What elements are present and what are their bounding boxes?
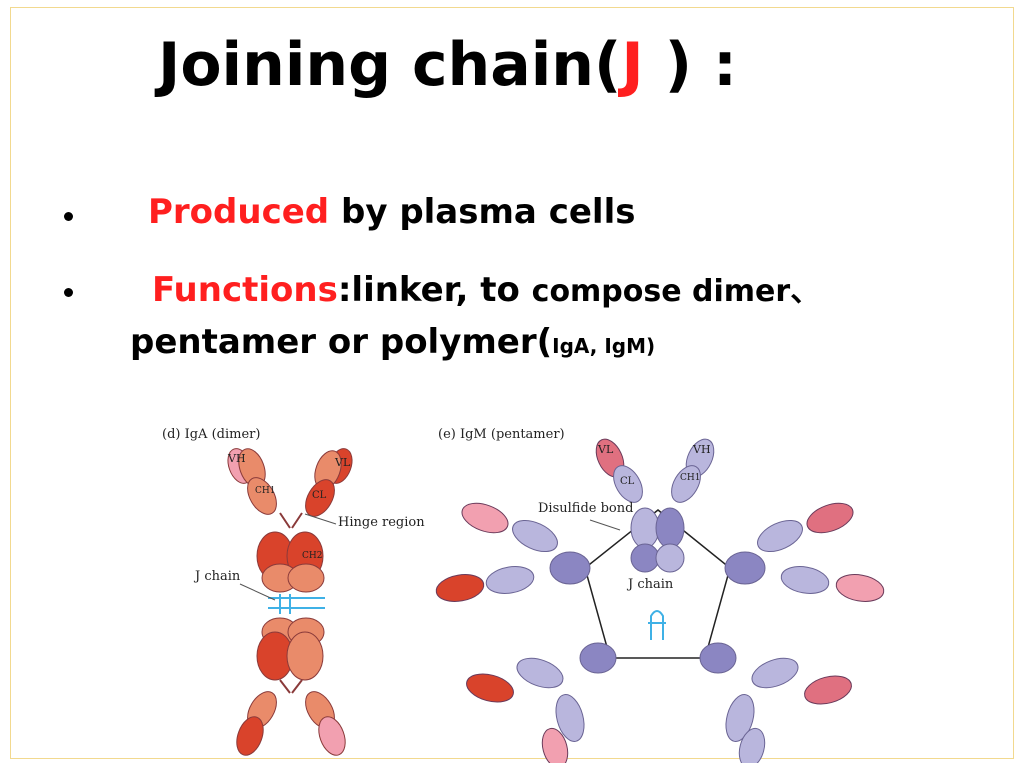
bullet-2-cont: pentamer or polymer(IgA, IgM) — [130, 322, 655, 362]
bullet-2: Functions:linker, to compose dimer、 — [152, 266, 820, 310]
bullet-dot-2 — [64, 288, 73, 297]
title-highlight: J — [621, 30, 644, 100]
bullet-2-text-d: IgA, IgM) — [552, 334, 656, 358]
iga-upper-monomer — [227, 448, 353, 593]
igm-top-arm — [595, 438, 715, 573]
igm-cl-label: CL — [620, 476, 635, 487]
slide-frame — [10, 7, 1014, 759]
iga-dimer-diagram: (d) IgA (dimer) — [162, 427, 425, 756]
iga-hinge-label: Hinge region — [338, 515, 425, 530]
igm-pentamer-diagram: (e) IgM (pentamer) — [435, 427, 885, 763]
bullet-2-text-b: compose dimer、 — [531, 274, 821, 309]
iga-ch1-label: CH1 — [255, 486, 275, 496]
iga-lower-monomer — [236, 617, 346, 756]
iga-j-chain — [268, 594, 325, 614]
bullet-dot-1 — [64, 212, 73, 221]
bullet-1-text: by plasma cells — [329, 192, 636, 232]
igm-j-chain — [648, 610, 666, 640]
iga-jchain-label: J chain — [193, 569, 241, 584]
igm-vh-label: VH — [692, 443, 711, 456]
igm-ch1-label: CH1 — [680, 473, 700, 483]
antibody-figure: (d) IgA (dimer) — [162, 427, 885, 763]
igm-caption: (e) IgM (pentamer) — [438, 427, 565, 442]
igm-right-arm — [724, 502, 885, 602]
bullet-2-highlight: Functions — [152, 270, 338, 310]
igm-disulfide-pentagon — [584, 509, 731, 659]
igm-vl-label: VL — [597, 443, 614, 456]
bullet-2-text-c: pentamer or polymer( — [130, 322, 553, 362]
bullet-1: Produced by plasma cells — [148, 192, 635, 232]
igm-disulfide-label: Disulfide bond — [538, 501, 633, 516]
iga-vh-label: VH — [227, 452, 246, 465]
bullet-1-highlight: Produced — [148, 192, 330, 232]
igm-bottom-right-arm — [699, 642, 852, 763]
igm-jchain-label: J chain — [626, 577, 674, 592]
slide-title: Joining chain(J ) : — [158, 30, 737, 100]
iga-cl-label: CL — [312, 490, 327, 501]
igm-left-arm — [435, 502, 591, 602]
iga-ch2-label: CH2 — [302, 551, 322, 561]
title-prefix: Joining chain( — [158, 30, 622, 100]
bullet-2-text-a: :linker, to — [337, 270, 532, 310]
title-suffix: ) : — [643, 30, 737, 100]
iga-caption: (d) IgA (dimer) — [162, 427, 260, 442]
igm-bottom-left-arm — [466, 642, 617, 763]
iga-vl-label: VL — [334, 456, 351, 469]
